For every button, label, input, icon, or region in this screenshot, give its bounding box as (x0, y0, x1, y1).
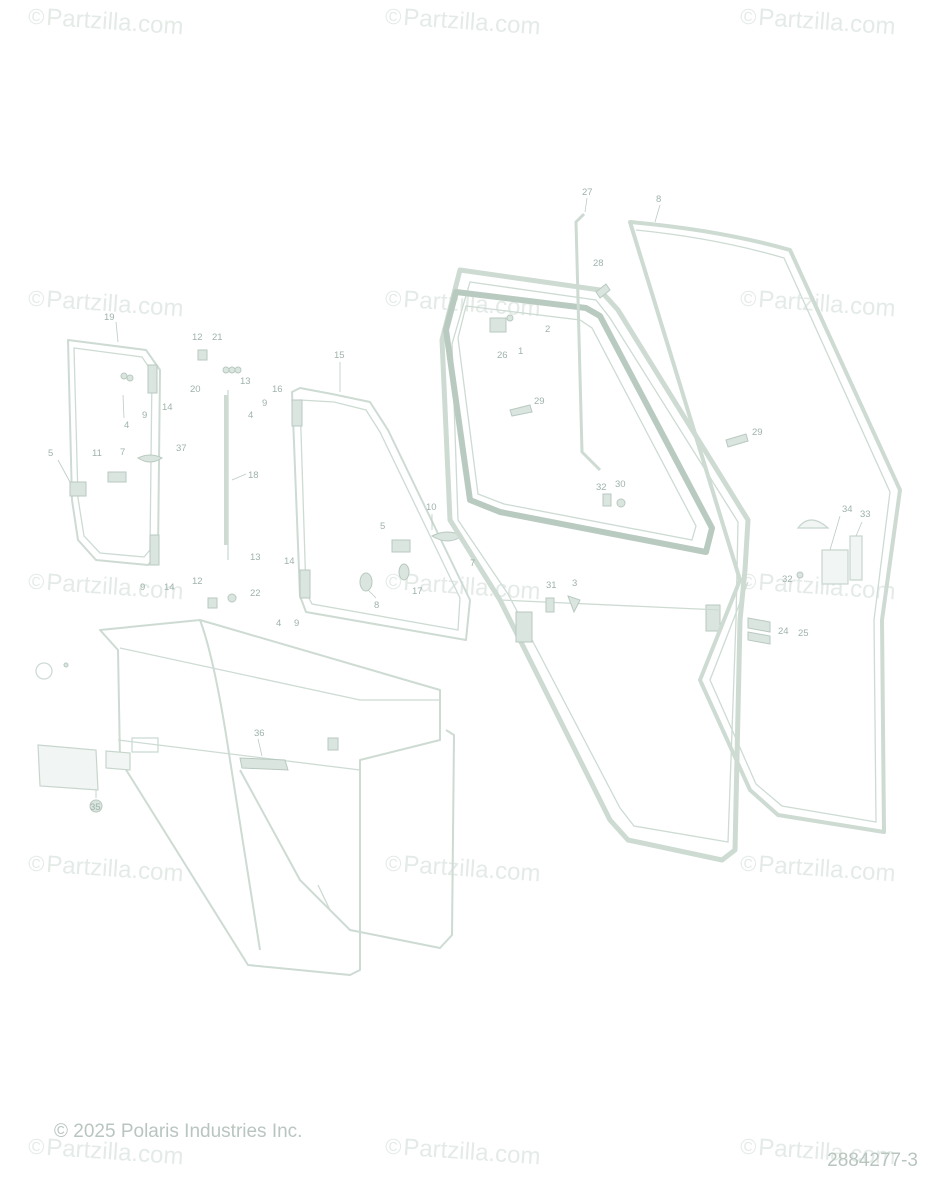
callout-22: 22 (250, 588, 261, 599)
callout-20: 20 (190, 384, 201, 395)
leader-lines (57, 197, 863, 798)
callout-24: 24 (778, 626, 789, 637)
callout-3: 3 (572, 578, 577, 589)
callout-18: 16 (272, 384, 283, 395)
hinge-lower (149, 534, 160, 566)
callout-32: 32 (596, 482, 607, 493)
door-frame (439, 267, 751, 863)
callout-34: 34 (842, 504, 853, 515)
callout-2: 2 (545, 324, 550, 335)
callout-5: 5 (380, 521, 385, 532)
callout-28: 29 (752, 427, 763, 438)
bracket-5 (69, 481, 87, 497)
callout-7: 7 (120, 447, 125, 458)
callout-36: 35 (90, 802, 101, 813)
callout-16: 14 (164, 582, 175, 593)
latch-bracket (515, 611, 533, 643)
callout-labels: 19 12 21 20 13 14 9 4 37 5 11 7 18 9 14 … (48, 187, 871, 813)
callout-30: 31 (546, 580, 557, 591)
gas-strut (197, 349, 242, 609)
callout-7: 7 (470, 558, 475, 569)
callout-10: 8 (374, 600, 379, 611)
callout-21: 27 (582, 187, 593, 198)
callout-37: 36 (254, 728, 265, 739)
callout-9: 9 (142, 410, 147, 421)
callout-18: 19 (104, 312, 115, 323)
rear-window-frame (67, 339, 163, 566)
door-trim-panel (35, 619, 455, 976)
bracket-13 (107, 471, 127, 483)
callout-27: 28 (593, 258, 604, 269)
small-hardware (509, 283, 749, 614)
hinge-upper (147, 364, 158, 394)
callout-1: 1 (518, 346, 523, 357)
callout-26: 26 (497, 350, 508, 361)
callout-9: 9 (262, 398, 267, 409)
callout-29: 30 (615, 479, 626, 490)
callout-14: 12 (192, 576, 203, 587)
callout-9: 9 (140, 582, 145, 593)
callout-25: 25 (798, 628, 809, 639)
callout-15: 13 (250, 552, 261, 563)
callout-4: 4 (124, 420, 129, 431)
callout-16: 14 (284, 556, 295, 567)
drawing-number: 2884277-3 (827, 1150, 918, 1171)
callout-4: 4 (248, 410, 253, 421)
copyright-notice: © 2025 Polaris Industries Inc. (54, 1121, 303, 1142)
callout-14: 12 (192, 332, 203, 343)
callout-28: 29 (534, 396, 545, 407)
callout-11: 10 (426, 502, 437, 513)
door-seal (628, 220, 902, 834)
callout-19: 18 (248, 470, 259, 481)
callout-35: 37 (176, 443, 187, 454)
window-guide-rod (574, 212, 602, 472)
callout-33: 33 (860, 509, 871, 520)
latch-assembly (747, 519, 863, 645)
callout-16: 14 (162, 402, 173, 413)
callout-5: 5 (48, 448, 53, 459)
window-frame-17 (291, 387, 471, 641)
callout-23: 21 (212, 332, 223, 343)
callout-15: 13 (240, 376, 251, 387)
callout-13: 11 (92, 448, 102, 459)
callout-8: 8 (656, 194, 661, 205)
callout-31: 32 (782, 574, 793, 585)
handle-35 (137, 454, 163, 463)
callout-17: 15 (334, 350, 345, 361)
callout-4: 4 (276, 618, 281, 629)
callout-9: 9 (294, 618, 299, 629)
callout-12: 17 (412, 586, 423, 597)
